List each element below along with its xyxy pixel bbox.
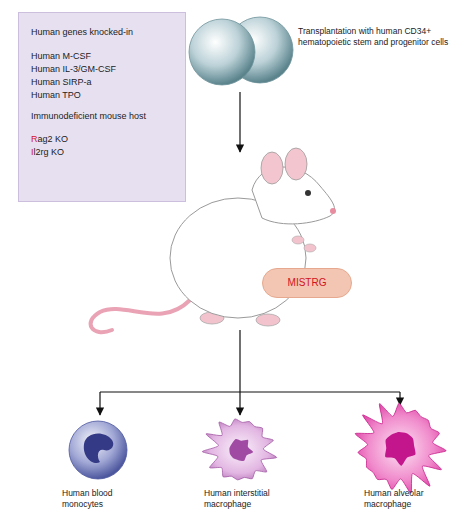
branch-arrow: [99, 392, 100, 415]
mouse-ear: [261, 152, 283, 184]
mouse-paw: [292, 236, 304, 244]
gene-item: Human M-CSF: [31, 51, 181, 62]
transplant-note: Transplantation with human CD34+ hematop…: [298, 26, 463, 48]
gene-item: Human IL-3/GM-CSF: [31, 64, 181, 75]
cell-nucleus: [84, 434, 114, 463]
cell-nucleus: [385, 432, 415, 466]
model-name-pill: MISTRG: [262, 268, 352, 298]
list-heading: Immunodeficient mouse host: [31, 111, 181, 122]
cell-label: Human blood monocytes: [62, 488, 142, 510]
gene-item: Il2rg KO: [31, 147, 181, 158]
mouse-ear: [285, 148, 307, 180]
gene-item: Rag2 KO: [31, 134, 181, 145]
branch-arrow: [399, 392, 400, 405]
cell-label: Human alveolar macrophage: [364, 488, 454, 510]
stem-cell: [189, 19, 255, 85]
mouse-tail: [91, 300, 190, 332]
monocyte-cell: [69, 421, 127, 479]
mouse-paw: [304, 244, 316, 252]
branch-arrow: [239, 392, 240, 415]
branch-line: [100, 391, 400, 392]
mouse-foot: [256, 314, 280, 326]
gene-item: Human SIRP-a: [31, 77, 181, 88]
mouse-nose: [330, 208, 336, 214]
transplant-arrow: [239, 92, 240, 152]
macrophage-cell: [202, 419, 276, 480]
cell-nucleus: [229, 439, 253, 461]
gene-list-box: Human genes knocked-inHuman M-CSF Human I…: [18, 12, 186, 202]
macrophage-cell: [355, 403, 446, 493]
mouse-eye: [305, 190, 311, 196]
branch-line: [239, 330, 240, 392]
gene-item: Human TPO: [31, 90, 181, 101]
model-name: MISTRG: [263, 277, 351, 290]
list-heading: Human genes knocked-in: [31, 27, 181, 38]
cell-label: Human interstitial macrophage: [204, 488, 294, 510]
